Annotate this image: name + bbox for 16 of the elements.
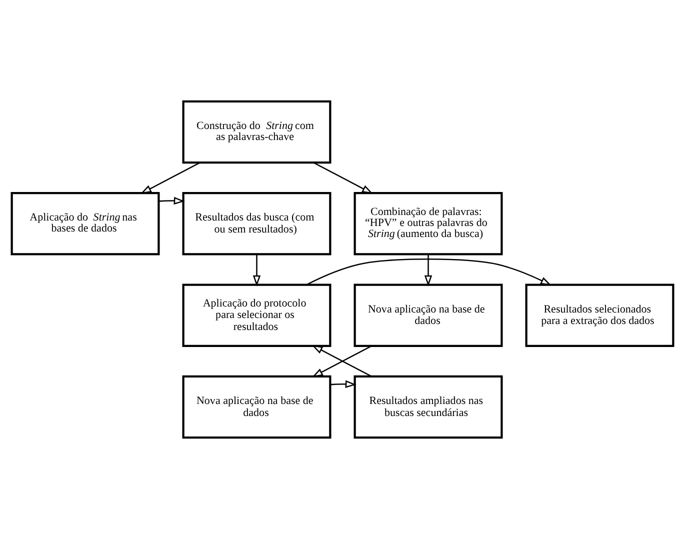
node-box: Nova aplicação na base de dados [354,284,503,347]
node-box: Resultados das busca (com ou sem resultados) [182,192,332,256]
arrow [424,254,432,286]
node-box: Resultados ampliados nas buscas secundárias [354,375,503,439]
node-box: Combinação de palavras: “HPV” e outras palavras do String (aumento da busca) [354,192,503,256]
arrow [313,162,374,194]
arrow [252,254,261,286]
arrow [330,380,356,388]
node-box: Aplicação do protocolo para selecionar os resultados [182,284,332,347]
node-box: Resultados selecionados para a extração dos dados [525,284,674,347]
arrow [158,196,185,205]
node-box: Nova aplicação na base de dados [182,375,332,439]
arrow [140,162,200,194]
node-box: Aplicação do String nas bases de dados [10,192,160,256]
node-box: Construção do String com as palavras-chave [182,100,332,164]
arrow [306,258,552,286]
